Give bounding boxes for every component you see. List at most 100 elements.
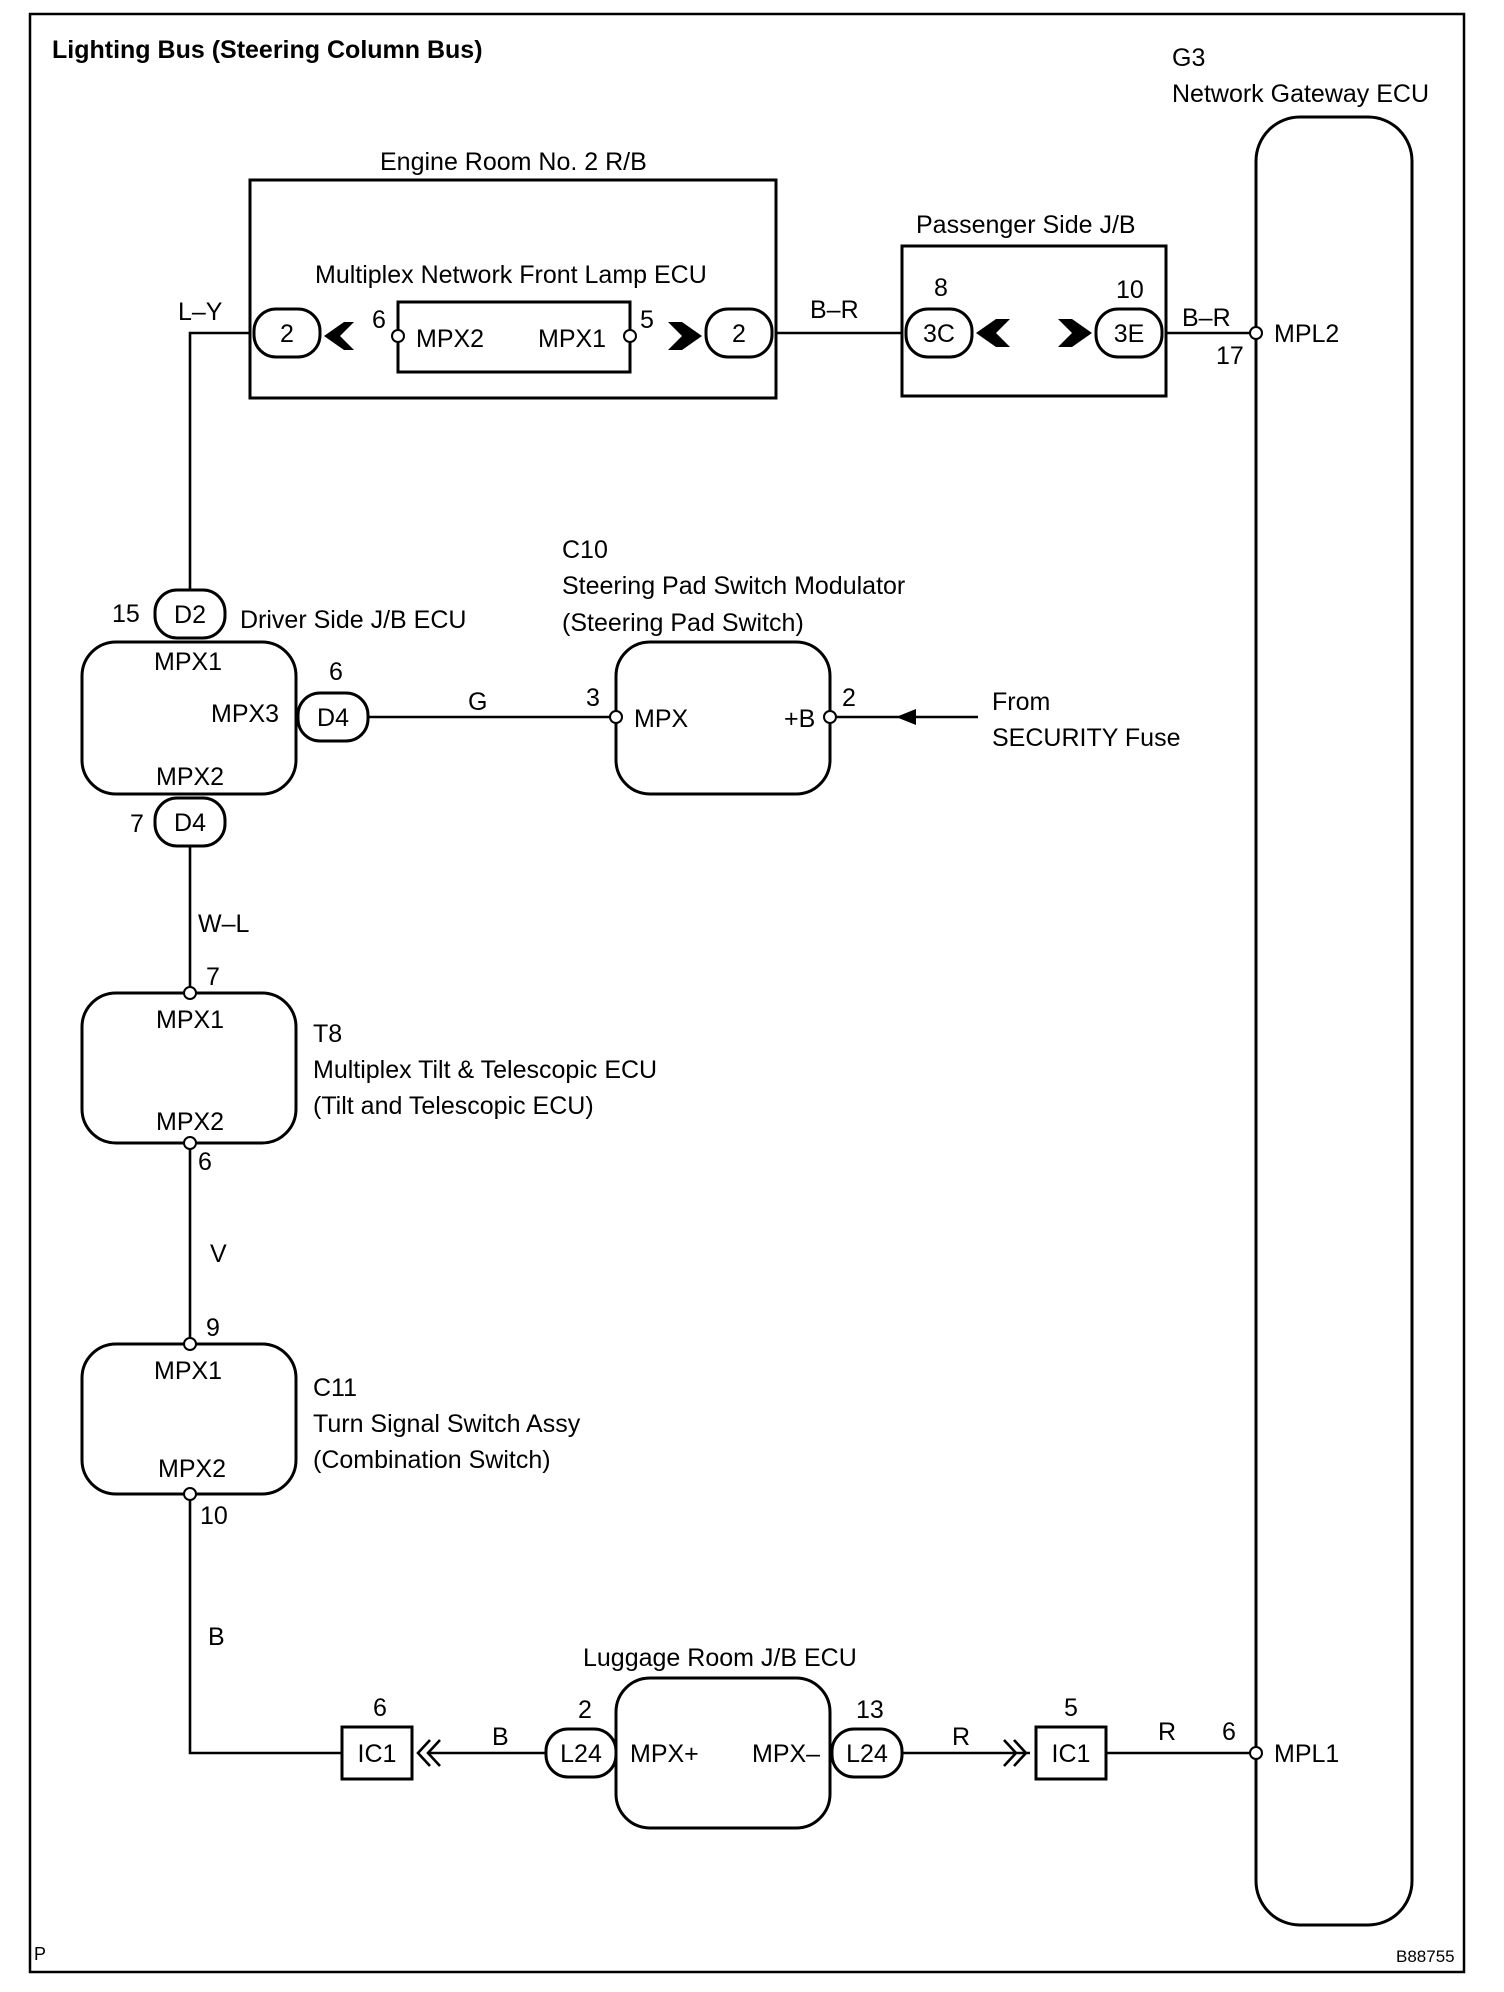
driver-port-mpx3: MPX3	[211, 700, 279, 728]
chevron-left-icon	[976, 319, 1010, 347]
steering-pad-code: C10	[562, 536, 608, 564]
driver-jb-ecu: D2 15 Driver Side J/B ECU MPX1 MPX3 D4 6…	[80, 588, 466, 848]
turn-name: Turn Signal Switch Assy	[313, 1410, 581, 1438]
tilt-port-mpx2: MPX2	[156, 1108, 224, 1136]
steering-pad-pin-3: 3	[586, 684, 600, 712]
steering-pad-pin-b	[823, 710, 837, 724]
junction-ic1-right: IC1 5	[1003, 1694, 1108, 1781]
ic1-right-pin: 5	[1064, 1694, 1078, 1722]
luggage-conn-left-label: L24	[560, 1740, 602, 1768]
turn-pin-9: 9	[206, 1314, 220, 1342]
passenger-jb-name: Passenger Side J/B	[916, 211, 1136, 239]
gateway-pin-mpl1	[1249, 1746, 1263, 1760]
tilt-code: T8	[313, 1020, 342, 1048]
turn-pin-10: 10	[200, 1502, 228, 1530]
chevron-right-icon	[668, 322, 702, 350]
front-lamp-pin-right	[623, 329, 637, 343]
tilt-alias: (Tilt and Telescopic ECU)	[313, 1092, 594, 1120]
gateway-pin-17: 17	[1216, 342, 1244, 370]
tilt-pin-7: 7	[206, 963, 220, 991]
engine-room-conn-right	[704, 307, 774, 359]
driver-port-mpx2: MPX2	[156, 763, 224, 791]
junction-ic1-left: IC1 6	[340, 1694, 441, 1781]
wires	[188, 331, 1255, 1755]
chevron-open-right-icon	[1003, 1739, 1018, 1767]
engine-room-conn-left	[252, 307, 322, 359]
luggage-conn-left	[544, 1727, 618, 1779]
turn-alias: (Combination Switch)	[313, 1446, 551, 1474]
driver-conn-d2-label: D2	[174, 601, 206, 629]
wire-b-1	[188, 1494, 342, 1755]
luggage-conn-right	[830, 1727, 904, 1779]
luggage-port-mpx-minus: MPX–	[752, 1740, 820, 1768]
gateway-port-mpl2: MPL2	[1274, 320, 1339, 348]
tilt-telescopic-ecu: 7 MPX1 MPX2 6 T8 Multiplex Tilt & Telesc…	[80, 963, 657, 1176]
wire-label-g: G	[468, 688, 487, 716]
driver-conn-d2	[153, 588, 227, 640]
luggage-conn-right-label: L24	[846, 1740, 888, 1768]
diagram-title: Lighting Bus (Steering Column Bus)	[52, 36, 483, 64]
passenger-jb: Passenger Side J/B 3C 3E 8 10	[900, 211, 1168, 398]
wire-label-ly: L–Y	[178, 298, 223, 326]
arrow-left-icon	[896, 709, 916, 725]
steering-pad-pin-mpx	[609, 710, 623, 724]
steering-pad-alias: (Steering Pad Switch)	[562, 609, 804, 637]
passenger-conn-3e-label: 3E	[1114, 320, 1145, 348]
turn-pin-top	[183, 1337, 197, 1351]
steering-pad-port-mpx: MPX	[634, 705, 689, 733]
gateway-pin-mpl2	[1249, 326, 1263, 340]
tilt-pin-6: 6	[198, 1148, 212, 1176]
gateway-code: G3	[1172, 44, 1205, 72]
passenger-conn-3c-label: 3C	[923, 320, 955, 348]
steering-pad-name: Steering Pad Switch Modulator	[562, 572, 905, 600]
steering-pad-port-b: +B	[784, 705, 815, 733]
luggage-pin-13: 13	[856, 1696, 884, 1724]
turn-signal-switch: 9 MPX1 MPX2 10 C11 Turn Signal Switch As…	[80, 1314, 581, 1530]
wire-label-r-2: R	[1158, 1718, 1176, 1746]
chevron-left-icon	[324, 322, 354, 350]
engine-room-rb: Engine Room No. 2 R/B Multiplex Network …	[248, 148, 778, 400]
gateway-ecu: G3 Network Gateway ECU MPL2 17 MPL1 6	[1172, 44, 1429, 1927]
driver-pin-7: 7	[130, 810, 144, 838]
wire-ly	[188, 331, 254, 610]
passenger-conn-3c	[904, 307, 974, 359]
driver-conn-d4-right	[296, 691, 370, 743]
front-lamp-ecu-name: Multiplex Network Front Lamp ECU	[315, 261, 707, 289]
driver-pin-6: 6	[329, 658, 343, 686]
front-lamp-ecu-box	[396, 300, 632, 374]
ic1-right-label: IC1	[1052, 1740, 1091, 1768]
luggage-pin-2: 2	[578, 1696, 592, 1724]
gateway-pin-6: 6	[1222, 1718, 1236, 1746]
tilt-pin-top	[183, 986, 197, 1000]
ic1-left-label: IC1	[358, 1740, 397, 1768]
driver-port-mpx1: MPX1	[154, 648, 222, 676]
turn-port-mpx2: MPX2	[158, 1455, 226, 1483]
tilt-port-mpx1: MPX1	[156, 1006, 224, 1034]
ic1-left-pin: 6	[373, 1694, 387, 1722]
engine-room-name: Engine Room No. 2 R/B	[380, 148, 647, 176]
turn-port-mpx1: MPX1	[154, 1357, 222, 1385]
front-lamp-pin-5: 5	[640, 306, 654, 334]
chevron-open-left-icon	[426, 1739, 441, 1767]
tilt-name: Multiplex Tilt & Telescopic ECU	[313, 1056, 657, 1084]
chevron-right-icon	[1058, 319, 1092, 347]
front-lamp-pin-left	[391, 329, 405, 343]
driver-conn-d4-bottom	[153, 796, 227, 848]
gateway-port-mpl1: MPL1	[1274, 1740, 1339, 1768]
corner-left-label: P	[34, 1944, 46, 1964]
front-lamp-port-mpx2: MPX2	[416, 325, 484, 353]
driver-conn-d4-bottom-label: D4	[174, 809, 206, 837]
driver-jb-body	[80, 640, 298, 796]
passenger-pin-8: 8	[934, 274, 948, 302]
wire-label-b-2: B	[492, 1723, 509, 1751]
luggage-port-mpx-plus: MPX+	[630, 1740, 699, 1768]
wire-label-v: V	[210, 1240, 227, 1268]
engine-room-conn-left-label: 2	[280, 320, 294, 348]
passenger-conn-3e	[1094, 307, 1164, 359]
front-lamp-port-mpx1: MPX1	[538, 325, 606, 353]
ic1-right-box	[1034, 1725, 1108, 1781]
wire-label-br-2: B–R	[1182, 304, 1231, 332]
driver-jb-name: Driver Side J/B ECU	[240, 606, 466, 634]
luggage-name: Luggage Room J/B ECU	[583, 1644, 857, 1672]
